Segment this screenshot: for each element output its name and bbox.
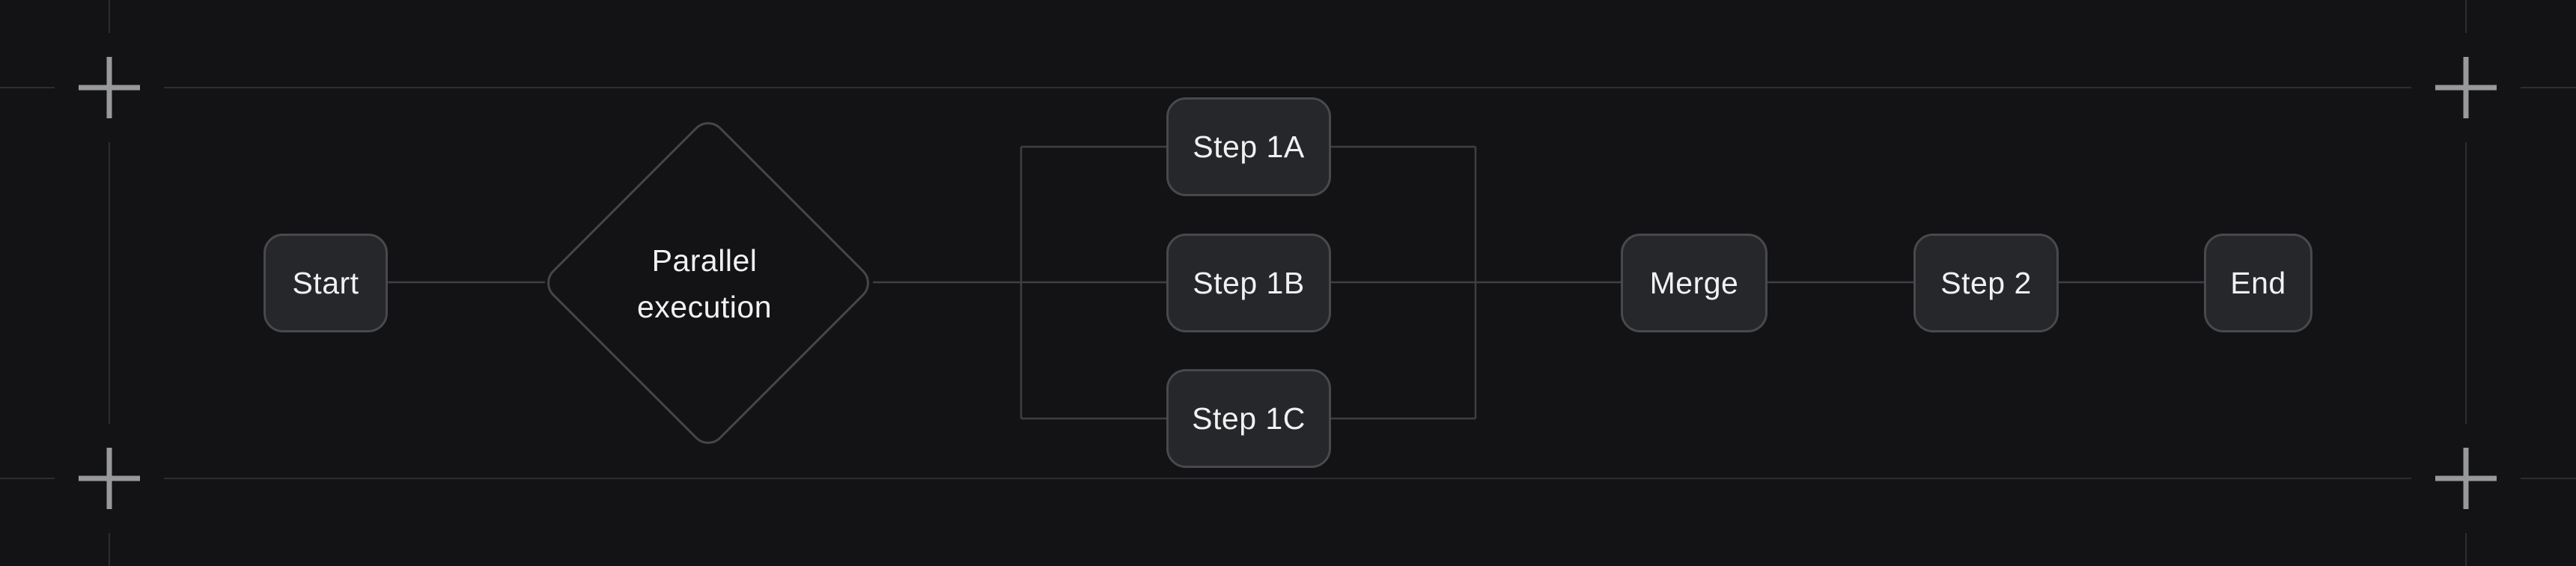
crosshair-marker-bottom-left	[79, 448, 140, 509]
crosshair-marker-top-right	[2435, 57, 2497, 118]
node-parallel-label-line2: execution	[636, 290, 772, 324]
node-step1b[interactable]: Step 1B	[1166, 234, 1331, 332]
crosshair-marker-top-left	[79, 57, 140, 118]
node-step1c-label: Step 1C	[1192, 401, 1306, 436]
node-parallel-label: Parallel execution	[558, 213, 850, 354]
node-step1a-label: Step 1A	[1193, 129, 1305, 164]
node-step1b-label: Step 1B	[1193, 265, 1305, 300]
node-parallel-label-line1: Parallel	[651, 243, 758, 278]
node-merge[interactable]: Merge	[1621, 234, 1767, 332]
node-step1c[interactable]: Step 1C	[1166, 369, 1331, 468]
node-start[interactable]: Start	[264, 234, 388, 332]
node-start-label: Start	[292, 265, 359, 300]
node-merge-label: Merge	[1649, 265, 1739, 300]
crosshair-marker-bottom-right	[2435, 448, 2497, 509]
node-step1a[interactable]: Step 1A	[1166, 97, 1331, 196]
node-step2-label: Step 2	[1940, 265, 2032, 300]
node-end[interactable]: End	[2204, 234, 2312, 332]
node-end-label: End	[2230, 265, 2286, 300]
node-step2[interactable]: Step 2	[1913, 234, 2059, 332]
